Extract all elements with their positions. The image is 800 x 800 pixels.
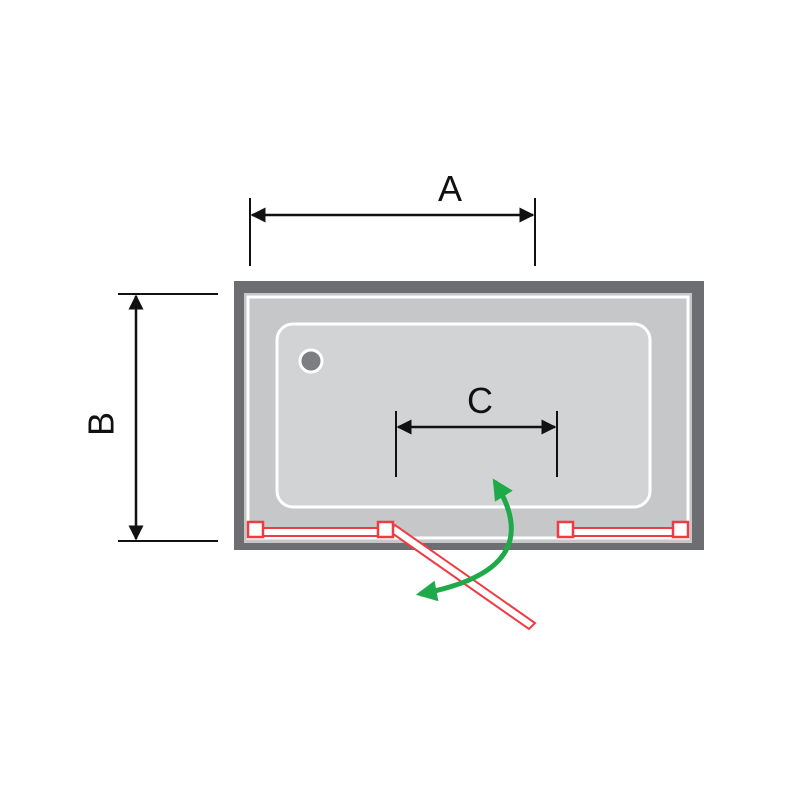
dimension-a-label: A	[438, 168, 462, 209]
door-hinge	[376, 520, 395, 539]
fixed-panel-left	[255, 527, 387, 537]
dimension-c: C	[395, 380, 558, 477]
dimension-b-label: B	[81, 412, 122, 436]
fixed-panel-right	[565, 527, 683, 537]
swing-arrow-icon	[415, 478, 514, 602]
panel-bracket-right	[671, 520, 690, 539]
panel-bracket-middle	[556, 520, 575, 539]
dimension-a: A	[249, 168, 536, 266]
dimension-c-label: C	[467, 380, 493, 421]
tray-basin	[275, 322, 652, 509]
panel-bracket-left	[246, 520, 265, 539]
dimension-b: B	[81, 293, 218, 542]
drain-icon	[298, 348, 324, 374]
